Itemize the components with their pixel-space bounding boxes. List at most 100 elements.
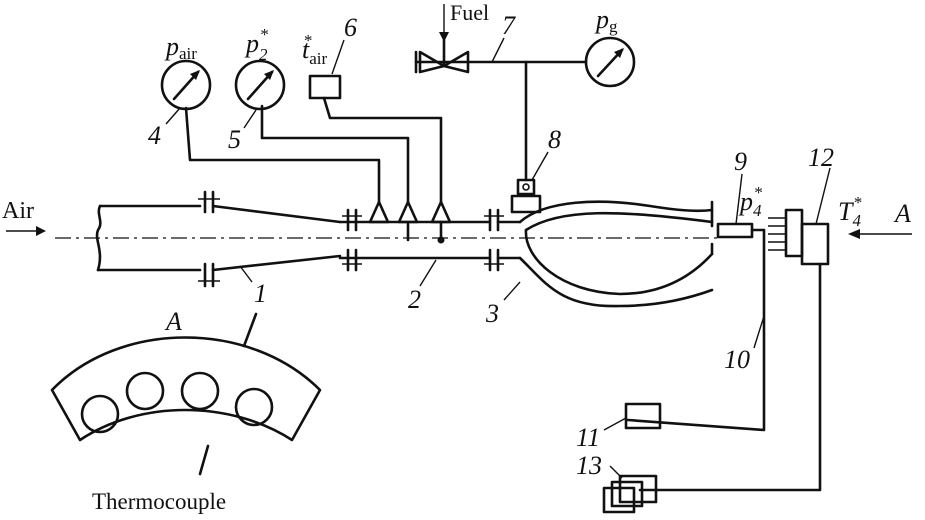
svg-text:T4*: T4* [838,193,862,230]
fuel-nozzle [510,194,542,214]
inlet-pipe [95,190,342,288]
svg-text:pg: pg [594,5,618,36]
callout-12: 12 [808,143,834,172]
air-label: Air [2,198,34,224]
gauge-p-air-sym: p [164,32,179,61]
callout-3: 3 [485,299,499,328]
svg-text:p4*: p4* [738,183,763,220]
probe-p4-sup: * [754,183,763,202]
callout-leaders [165,37,831,479]
liner-top [524,211,714,232]
section-view-a: A Thermocouple [50,307,322,514]
leader-3 [503,281,521,301]
leader-11 [603,417,627,431]
gauge-p2: p2* [234,25,286,111]
gauge-pg-sym: p [594,5,609,34]
gauge-t-air-sup: * [303,31,312,50]
gauge-pg-sub: g [609,17,618,36]
air-inlet: Air [2,198,46,236]
probe-p4 [716,222,754,239]
nozzle-bottom-wall [211,254,342,272]
thermocouple-leader [198,444,210,476]
thermocouple-junction [437,236,445,244]
view-a-label: A [893,199,911,228]
probe-p4-sub: 4 [753,201,762,220]
leader-7 [491,37,505,63]
liner-bottom [524,228,714,296]
leader-5 [243,109,257,129]
svg-text:p2*: p2* [244,25,269,64]
leader-12 [815,167,831,225]
annular-sector [50,336,322,442]
thermocouple-hole-4 [234,387,274,427]
line-p-air [184,106,381,204]
gauge-t-air-sym: t [302,35,310,64]
callout-2: 2 [408,285,421,314]
section-a-label: A [164,307,182,336]
measuring-section [338,200,522,272]
gauge-t-air-sub: air [309,49,327,68]
callout-6: 6 [344,13,357,42]
leader-9 [735,173,743,225]
recorder-11 [624,402,662,430]
valve-left-wedge [418,50,446,74]
gauge-p-air-needle-head [190,70,200,80]
gauge-t-air: tair* [302,31,342,100]
line-p2 [260,104,410,204]
gauge-p-air: pair [160,32,212,111]
svg-text:tair*: tair* [302,31,328,68]
probe-p4-sym: p [738,187,753,216]
view-a-arrow-head [848,229,860,239]
pipe-break-line [95,204,102,272]
t-air-sensor-box [308,74,342,100]
callout-9: 9 [734,147,747,176]
leader-1 [239,265,253,283]
callout-1: 1 [254,279,267,308]
leader-10 [753,315,765,349]
thermocouple-hole-2 [125,371,165,411]
gauge-p2-sub: 2 [259,45,268,64]
combustor-outer-bottom [518,256,714,308]
combustor [510,178,714,308]
outlet-probes: p4* T4* A [626,183,912,492]
callout-numbers: 1 2 3 4 5 6 7 8 9 10 11 12 13 [148,11,834,480]
gauge-p2-sup: * [260,25,269,44]
gauge-pg: pg [584,5,636,88]
thermocouple-rake [784,208,804,258]
callout-5: 5 [228,125,241,154]
callout-4: 4 [148,121,161,150]
callout-8: 8 [548,125,561,154]
fuel-arrow-head [439,32,449,42]
section-cut-leader [242,312,258,348]
recorder-13-mid [610,480,644,508]
callout-11: 11 [576,423,600,452]
leader-13 [609,465,623,479]
gauge-p-air-sub: air [179,44,197,63]
nozzle-top-wall [211,204,342,224]
probe-p2 [397,200,419,224]
leader-8 [531,151,549,181]
gauge-pg-dial [584,36,636,88]
probe-T4-sup: * [853,193,862,212]
line-p4-recorder [626,228,766,432]
fuel-valve[interactable]: Fuel [418,0,489,74]
svg-text:pair: pair [164,32,197,63]
gauge-p2-needle-head [264,70,274,80]
sensor-lines [184,50,588,204]
valve-right-wedge [442,50,470,74]
fuel-label: Fuel [450,0,489,25]
leader-4 [165,107,181,125]
callout-10: 10 [724,345,750,374]
probe-p-air [368,200,390,224]
gauge-p2-dial [234,59,286,111]
combustor-outer-top [518,200,714,224]
recorder-13-front [618,474,658,504]
callout-7: 7 [502,11,516,40]
thermocouple-hole-3 [180,371,220,411]
thermocouple-hole-1 [80,394,120,434]
callout-13: 13 [576,451,602,480]
gauge-p2-sym: p [244,29,259,58]
fuel-nozzle-orifice [522,183,530,191]
probe-t-air [430,200,452,224]
line-t-air [322,96,443,204]
